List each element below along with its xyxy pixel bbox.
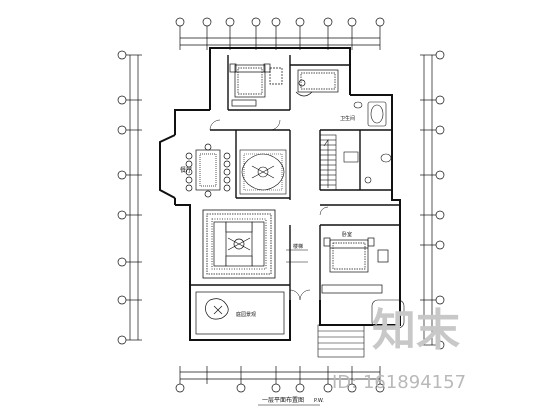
living-room-carpet bbox=[202, 209, 276, 279]
dining-label: 餐厅 bbox=[180, 166, 192, 174]
front-steps bbox=[317, 299, 405, 358]
stair-label: 楼梯 bbox=[293, 243, 303, 250]
central-carpet bbox=[239, 149, 287, 195]
top-right-room bbox=[295, 69, 339, 97]
bottom-axis-markers bbox=[175, 383, 385, 393]
top-dimension-lines bbox=[179, 34, 381, 50]
bath-label: 卫生间 bbox=[340, 115, 355, 122]
bathroom-fixtures bbox=[343, 101, 392, 184]
dining-table bbox=[185, 143, 231, 198]
right-axis-markers bbox=[435, 50, 445, 350]
top-axis-markers bbox=[175, 17, 385, 34]
lower-bedroom-bed bbox=[321, 237, 389, 294]
hallway bbox=[286, 249, 308, 263]
bedroom-label: 卧室 bbox=[342, 231, 352, 238]
drawing-title: 一层平面布置图 bbox=[262, 396, 304, 404]
left-axis-markers bbox=[117, 50, 127, 345]
living-room-sofas bbox=[213, 221, 265, 267]
door-swings bbox=[209, 119, 329, 301]
watermark-id: ID: 161894157 bbox=[332, 372, 466, 393]
drawing-scale: P.W. bbox=[314, 398, 324, 404]
staircase bbox=[319, 134, 337, 191]
garden-label: 庭园景观 bbox=[236, 311, 256, 318]
left-dimension-lines bbox=[126, 54, 142, 341]
garden-area bbox=[195, 291, 285, 335]
watermark-brand: 知末 bbox=[372, 305, 460, 356]
right-dimension-lines bbox=[420, 54, 436, 346]
bottom-dimension-lines bbox=[179, 366, 381, 384]
top-bedroom-bed bbox=[229, 63, 283, 107]
